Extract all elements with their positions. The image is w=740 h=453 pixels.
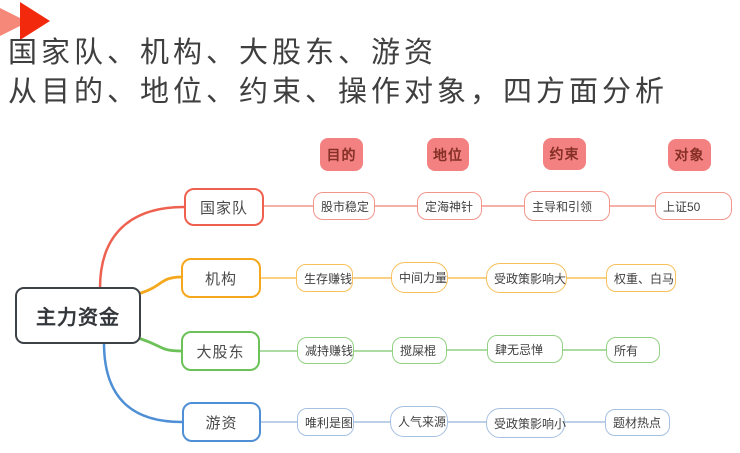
child-node[interactable]: 主导和引领: [524, 191, 610, 221]
child-node[interactable]: 搅屎棍: [392, 337, 447, 364]
child-node[interactable]: 权重、白马: [606, 264, 676, 292]
child-node[interactable]: 所有: [606, 337, 660, 363]
page-title: 国家队、机构、大股东、游资 从目的、地位、约束、操作对象，四方面分析: [8, 34, 668, 112]
column-header-purpose[interactable]: 目的: [320, 138, 363, 171]
branch-node-hot-money[interactable]: 游资: [182, 402, 261, 442]
child-node[interactable]: 受政策影响小: [486, 408, 566, 438]
column-header-status[interactable]: 地位: [427, 138, 469, 171]
child-node[interactable]: 人气来源: [390, 406, 448, 437]
child-node[interactable]: 上证50: [655, 192, 732, 220]
title-line-1: 国家队、机构、大股东、游资: [8, 37, 438, 69]
column-header-target[interactable]: 对象: [668, 139, 711, 171]
child-node[interactable]: 唯利是图: [297, 408, 354, 436]
branch-curve-green: [139, 337, 183, 353]
child-node[interactable]: 定海神针: [417, 192, 482, 220]
branch-node-national-team[interactable]: 国家队: [184, 188, 264, 226]
child-node[interactable]: 减持赚钱: [297, 337, 354, 364]
root-node[interactable]: 主力资金: [15, 287, 141, 344]
child-node[interactable]: 中间力量: [391, 262, 448, 293]
child-node[interactable]: 肆无忌惮: [487, 335, 563, 363]
child-node[interactable]: 生存赚钱: [296, 264, 353, 292]
title-line-2: 从目的、地位、约束、操作对象，四方面分析: [8, 76, 669, 108]
child-node[interactable]: 题材热点: [605, 409, 670, 436]
branch-curve-yellow: [139, 275, 184, 295]
fast-forward-icon: [0, 0, 60, 45]
branch-node-major-shareholder[interactable]: 大股东: [181, 331, 260, 371]
branch-curve-red: [98, 205, 186, 290]
column-header-constraint[interactable]: 约束: [543, 138, 586, 170]
branch-node-institution[interactable]: 机构: [181, 258, 261, 298]
child-node[interactable]: 受政策影响大: [486, 263, 567, 293]
child-node[interactable]: 股市稳定: [313, 192, 375, 220]
branch-curve-blue: [102, 341, 184, 424]
arrow-front-triangle: [20, 2, 50, 40]
